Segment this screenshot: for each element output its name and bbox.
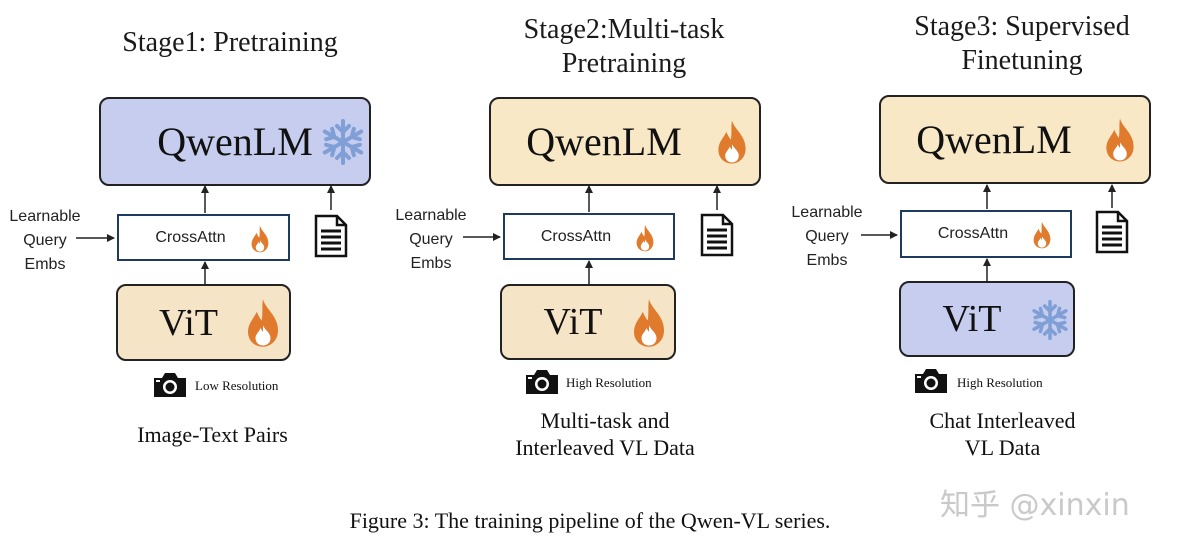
stage-3-resolution-label: High Resolution [957,375,1043,390]
document-icon [1095,210,1129,254]
stage-2-crossattn-label: CrossAttn [540,227,612,245]
stage-2-title: Stage2:Multi-task Pretraining [523,14,725,79]
flame-icon [636,224,654,252]
camera-icon [915,369,947,393]
stage-3-qwenlm-box: QwenLM [879,95,1151,184]
snowflake-icon [322,119,364,165]
stage-1-qwenlm-box: QwenLM [99,97,371,186]
stage-3-query-label: Learnable Query Embs [791,204,863,269]
figure-caption: Figure 3: The training pipeline of the Q… [349,508,831,533]
flame-icon [1106,118,1134,162]
stage-1-crossattn-box: CrossAttn [117,214,290,261]
flame-icon [1033,221,1051,249]
stage-1-crossattn-label: CrossAttn [155,228,226,246]
document-icon [314,214,348,258]
stage-3-crossattn-box: CrossAttn [900,210,1072,258]
stage-2-vit-box: ViT [500,284,676,360]
stage-3-data-label: Chat Interleaved VL Data [929,408,1076,460]
flame-icon [718,120,746,164]
stage-2-vit-label: ViT [543,301,603,343]
stage-3-vit-box: ViT [899,281,1075,357]
stage-1-vit-label: ViT [159,301,218,344]
stage-2-crossattn-box: CrossAttn [503,213,675,260]
stage-2-data-label: Multi-task and Interleaved VL Data [515,408,695,460]
stage-2-qwenlm-box: QwenLM [489,97,761,186]
stage-1-title: Stage1: Pretraining [122,27,338,58]
watermark-text: 知乎 @xinxin [940,488,1130,523]
stage-1-qwenlm-label: QwenLM [157,119,313,164]
stage-2-resolution-label: High Resolution [566,375,652,390]
document-icon [700,213,734,257]
stage-1-query-label: Learnable Query Embs [9,208,81,273]
stage-1-vit-box: ViT [116,284,291,361]
stage-1-resolution-label: Low Resolution [195,378,279,393]
stage-3-vit-label: ViT [942,298,1002,340]
stage-2-query-label: Learnable Query Embs [395,207,467,272]
flame-icon [248,299,278,347]
snowflake-icon [1032,299,1068,341]
stage-3-crossattn-label: CrossAttn [937,225,1009,242]
camera-icon [526,370,558,394]
flame-icon [634,299,664,347]
stage-2-qwenlm-label: QwenLM [526,119,682,164]
camera-icon [154,373,186,397]
stage-3-title: Stage3: Supervised Finetuning [914,11,1130,76]
flame-icon [251,225,269,253]
stage-1-data-label: Image-Text Pairs [137,422,288,447]
stage-3-qwenlm-label: QwenLM [916,117,1072,162]
